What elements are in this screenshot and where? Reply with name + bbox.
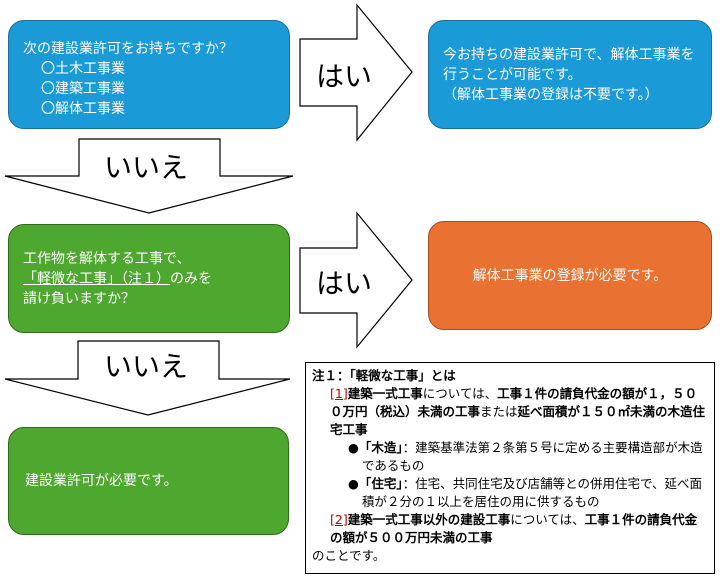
license-item: 〇土木工事業 <box>41 61 125 77</box>
note-item1-b: については、 <box>422 386 498 401</box>
answer-1-text: 今お持ちの建設業許可で、解体工事業を行うことが可能です。 <box>443 46 695 83</box>
note-marker-1: [1] <box>330 386 348 401</box>
note-item2-c: 工事１件の請負代金の額が５００万円未満の工事 <box>330 512 698 545</box>
answer-1-box: 今お持ちの建設業許可で、解体工事業を行うことが可能です。 （解体工事業の登録は不… <box>428 20 712 129</box>
no-label-2: いいえ <box>104 350 189 383</box>
note-bullet1-term: ●「木造」 <box>348 440 403 455</box>
question-2-line2: のみを <box>170 270 212 287</box>
yes-label-1: はい <box>316 60 373 93</box>
note-closing: のことです。 <box>312 548 386 563</box>
answer-2-box: 解体工事業の登録が必要です。 <box>428 221 712 330</box>
note-item1-d: または <box>480 404 518 419</box>
yes-arrow-2 <box>299 211 413 349</box>
question-2-line3: 請け負いますか？ <box>23 290 135 307</box>
note-item2-a: 建築一式工事以外の建設工事 <box>347 512 511 527</box>
answer-2-text: 解体工事業の登録が必要です。 <box>472 267 668 284</box>
note-item2-b: については、 <box>510 512 585 527</box>
note-marker-2: [2] <box>330 512 348 527</box>
no-arrow-2 <box>4 340 291 416</box>
question-1-box: 次の建設業許可をお持ちですか？ 〇土木工事業 〇建築工事業 〇解体工事業 <box>8 20 290 129</box>
answer-1-note: （解体工事業の登録は不要です。） <box>443 86 659 103</box>
question-1-text: 次の建設業許可をお持ちですか？ <box>23 41 233 57</box>
no-arrow-1 <box>4 138 294 214</box>
note-item1-c: 工事１件の請負代金の額が１，５００万円（税込）未満の工事 <box>330 386 698 419</box>
note-bullet2-term: ●「住宅」 <box>348 476 403 491</box>
note-box: 注１：「軽微な工事」とは [1]建築一式工事については、工事１件の請負代金の額が… <box>305 362 715 574</box>
answer-3-box: 建設業許可が必要です。 <box>8 427 289 535</box>
note-item1-e: 延べ面積が１５０㎡未満の木造住宅工事 <box>330 404 706 437</box>
yes-arrow-1 <box>299 3 413 142</box>
license-item: 〇解体工事業 <box>41 101 125 117</box>
note-bullet1-text: ：建築基準法第２条第５号に定める主要構造部が木造であるもの <box>362 440 703 473</box>
note-bullet2-text: ：住宅、共同住宅及び店舗等との併用住宅で、延べ面積が２分の１以上を居住の用に供す… <box>362 476 703 509</box>
license-item: 〇建築工事業 <box>41 81 125 97</box>
answer-3-text: 建設業許可が必要です。 <box>25 473 178 489</box>
note-title: 注１：「軽微な工事」とは <box>312 368 456 383</box>
minor-work-link[interactable]: 「軽微な工事」（注１） <box>23 270 170 287</box>
question-2-line1: 工作物を解体する工事で、 <box>23 250 191 267</box>
note-item1-a: 建築一式工事 <box>347 386 423 401</box>
question-2-box: 工作物を解体する工事で、 「軽微な工事」（注１）のみを 請け負いますか？ <box>8 224 290 333</box>
yes-label-2: はい <box>316 267 373 300</box>
no-label-1: いいえ <box>104 151 189 184</box>
